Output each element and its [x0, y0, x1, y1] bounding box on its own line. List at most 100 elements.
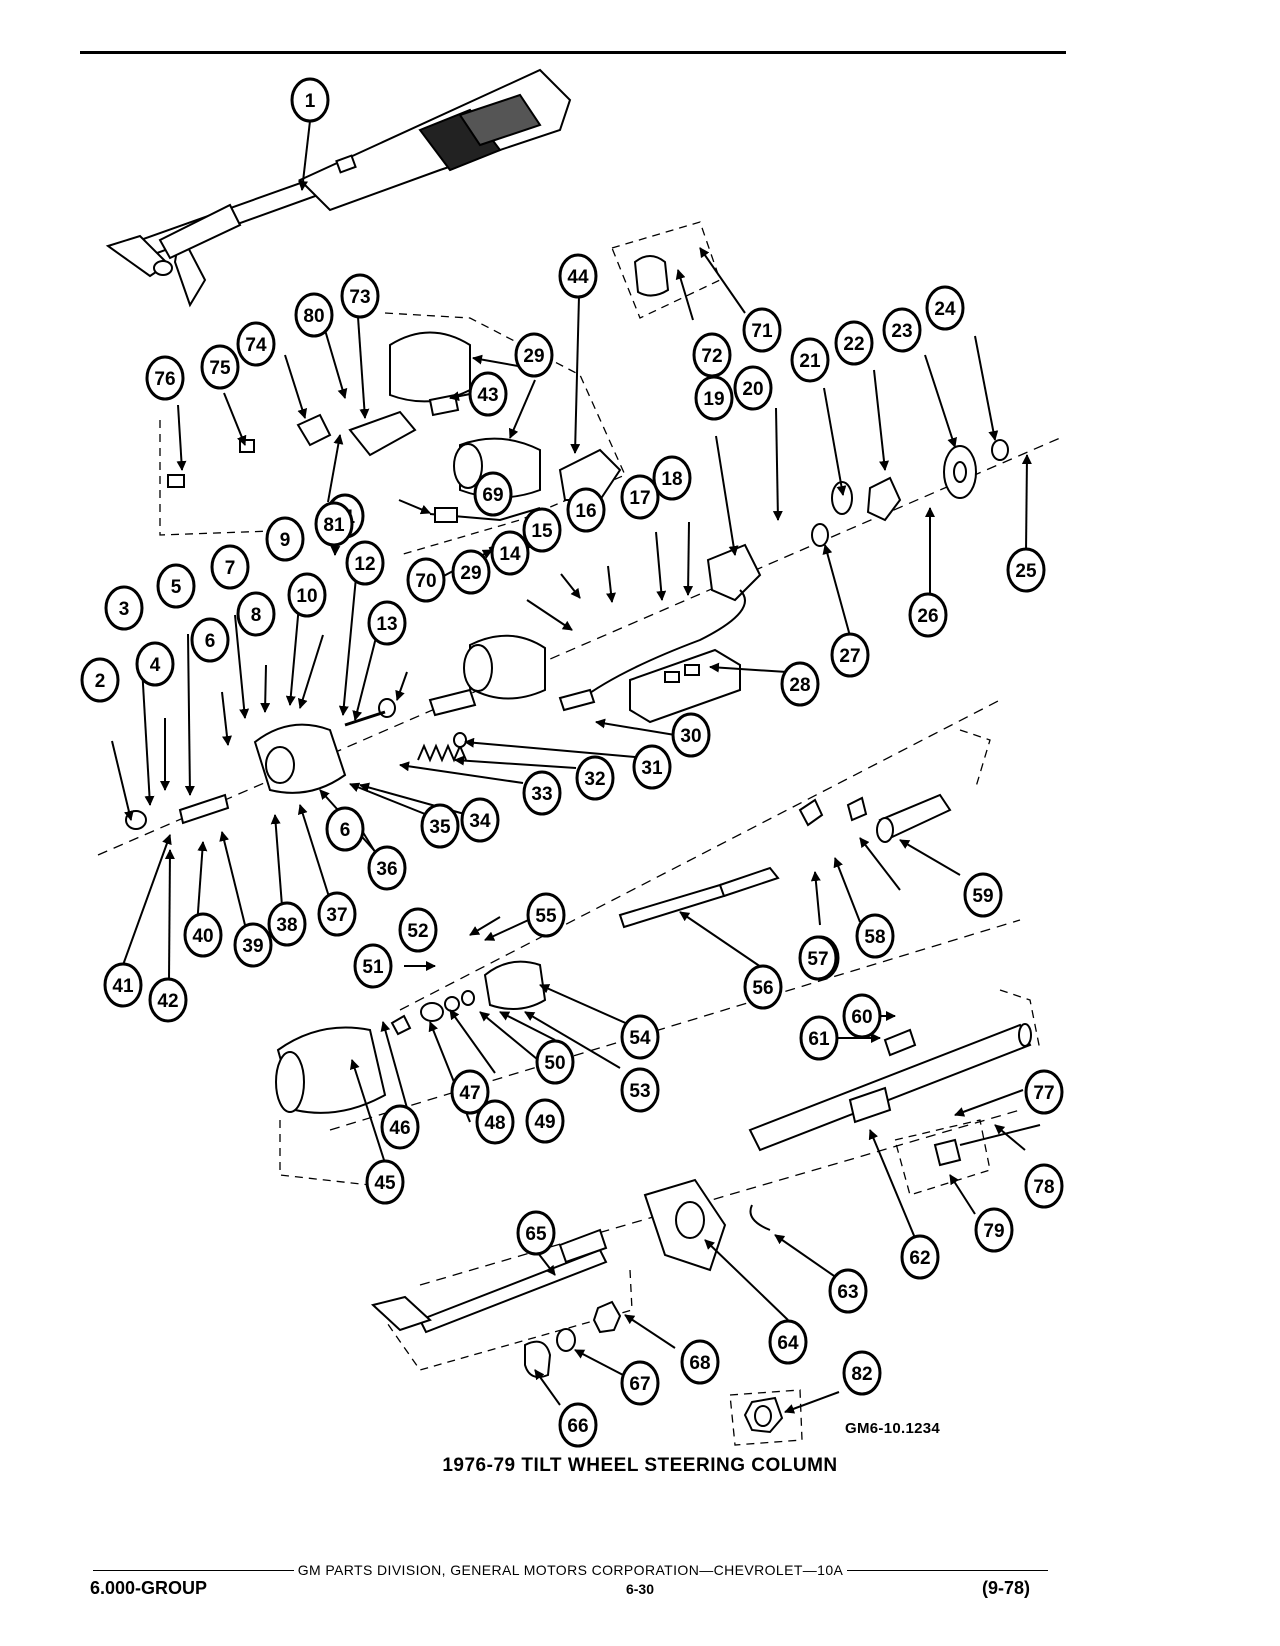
callout-66: 66 [558, 1402, 598, 1448]
footer-division-line: GM PARTS DIVISION, GENERAL MOTORS CORPOR… [93, 1562, 1048, 1578]
callout-number: 39 [242, 936, 263, 957]
callout-5: 5 [156, 563, 196, 609]
callout-80: 80 [294, 292, 334, 338]
callout-72: 72 [692, 332, 732, 378]
top-rule [80, 51, 1066, 54]
callout-number: 8 [251, 605, 262, 626]
callout-77: 77 [1024, 1069, 1064, 1115]
callout-45: 45 [365, 1159, 405, 1205]
callout-82: 82 [842, 1350, 882, 1396]
callout-38: 38 [267, 901, 307, 947]
callout-number: 53 [629, 1081, 650, 1102]
callout-number: 60 [851, 1007, 872, 1028]
callout-number: 36 [376, 859, 397, 880]
callout-number: 7 [225, 558, 236, 579]
callout-36: 36 [367, 845, 407, 891]
callout-number: 21 [799, 351, 821, 372]
callout-number: 63 [837, 1282, 858, 1303]
callout-68: 68 [680, 1339, 720, 1385]
callout-16: 16 [566, 487, 606, 533]
callout-15: 15 [522, 507, 562, 553]
callout-37: 37 [317, 891, 357, 937]
callout-40: 40 [183, 912, 223, 958]
callout-number: 72 [701, 346, 722, 367]
page-number: 6-30 [625, 1581, 655, 1597]
callout-60: 60 [842, 993, 882, 1039]
callout-25: 25 [1006, 547, 1046, 593]
revision-date: (9-78) [982, 1578, 1031, 1598]
callout-number: 54 [629, 1028, 651, 1049]
callout-7: 7 [210, 544, 250, 590]
callout-number: 31 [641, 758, 663, 779]
callout-number: 38 [276, 915, 297, 936]
callout-21: 21 [790, 337, 830, 383]
callout-number: 29 [460, 563, 481, 584]
callout-79: 79 [974, 1207, 1014, 1253]
callout-22: 22 [834, 320, 874, 366]
callout-number: 13 [376, 614, 397, 635]
callout-2: 2 [80, 657, 120, 703]
callout-number: 69 [482, 485, 503, 506]
callout-34: 34 [460, 797, 500, 843]
callout-35: 35 [420, 803, 460, 849]
callout-73: 73 [340, 273, 380, 319]
callout-3: 3 [104, 585, 144, 631]
callout-number: 62 [909, 1248, 930, 1269]
callout-number: 55 [535, 906, 557, 927]
callout-number: 42 [157, 991, 178, 1012]
callout-17: 17 [620, 474, 660, 520]
callout-41: 41 [103, 962, 143, 1008]
callout-number: 78 [1033, 1177, 1054, 1198]
figure-code: GM6-10.1234 [845, 1420, 941, 1437]
callout-18: 18 [652, 455, 692, 501]
callout-8: 8 [236, 591, 276, 637]
callout-59: 59 [963, 872, 1003, 918]
callout-number: 12 [354, 554, 375, 575]
callout-number: 20 [742, 379, 763, 400]
callout-number: 52 [407, 921, 428, 942]
callout-29: 29 [514, 332, 554, 378]
callout-number: 77 [1033, 1083, 1054, 1104]
callout-81: 81 [314, 501, 354, 547]
callout-number: 3 [119, 599, 130, 620]
callout-9: 9 [265, 516, 305, 562]
callout-number: 18 [661, 469, 682, 490]
callout-46: 46 [380, 1104, 420, 1150]
callout-number: 82 [851, 1364, 872, 1385]
callout-75: 75 [200, 344, 240, 390]
callout-12: 12 [345, 540, 385, 586]
callout-number: 29 [523, 346, 544, 367]
callout-number: 27 [839, 646, 860, 667]
callout-31: 31 [632, 744, 672, 790]
callout-number: 2 [95, 671, 106, 692]
callout-64: 64 [768, 1319, 808, 1365]
callout-number: 23 [891, 321, 912, 342]
callout-71: 71 [742, 307, 782, 353]
callout-number: 64 [777, 1333, 799, 1354]
steering-column-assembly [105, 68, 572, 308]
callout-50: 50 [535, 1039, 575, 1085]
callout-13: 13 [367, 600, 407, 646]
callout-55: 55 [526, 892, 566, 938]
callout-24: 24 [925, 285, 965, 331]
parts-artwork [97, 68, 1061, 1446]
callout-69: 69 [473, 471, 513, 517]
callout-number: 26 [917, 606, 938, 627]
callout-61: 61 [799, 1015, 839, 1061]
callout-number: 19 [703, 389, 724, 410]
callout-56: 56 [743, 964, 783, 1010]
callout-65: 65 [516, 1210, 556, 1256]
callout-14: 14 [490, 530, 530, 576]
callout-33: 33 [522, 770, 562, 816]
callout-number: 50 [544, 1053, 565, 1074]
callout-number: 25 [1015, 561, 1037, 582]
callout-6: 6 [190, 617, 230, 663]
callout-74: 74 [236, 321, 276, 367]
footer-division-text: GM PARTS DIVISION, GENERAL MOTORS CORPOR… [293, 1562, 848, 1578]
callout-47: 47 [450, 1069, 490, 1115]
callout-30: 30 [671, 712, 711, 758]
callout-76: 76 [145, 355, 185, 401]
callout-44: 44 [558, 253, 598, 299]
callout-28: 28 [780, 661, 820, 707]
callout-49: 49 [525, 1098, 565, 1144]
